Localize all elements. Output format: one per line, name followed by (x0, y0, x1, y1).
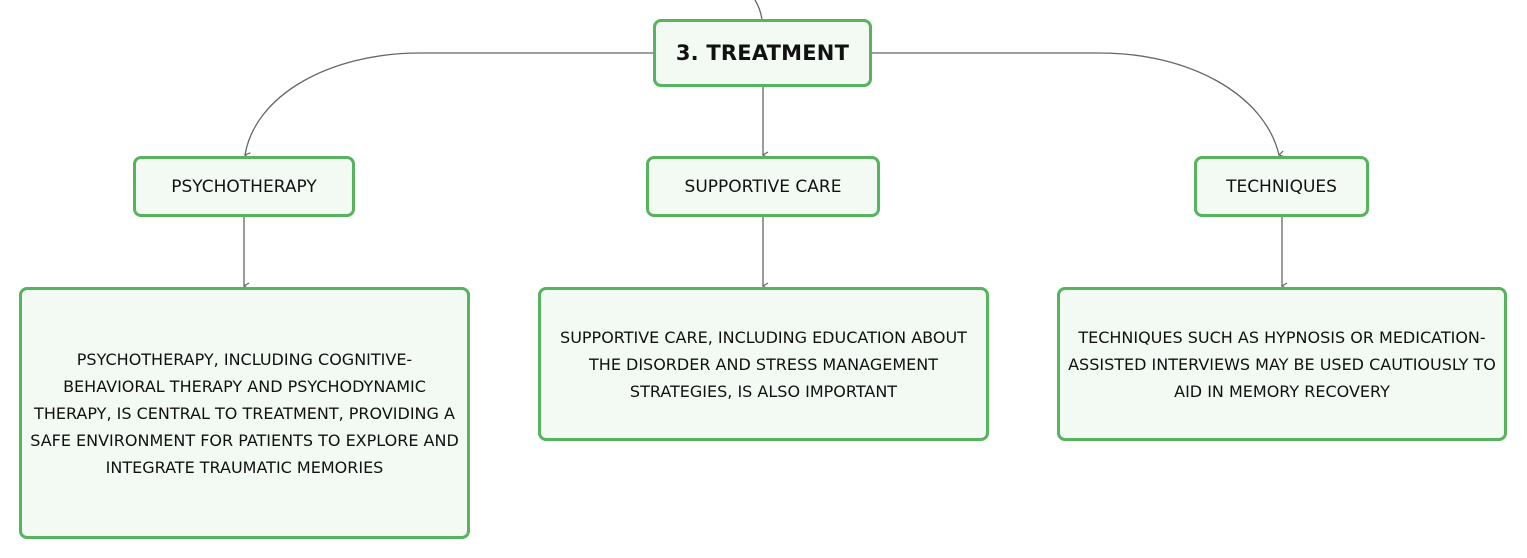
detail-node-supportive-care[interactable]: SUPPORTIVE CARE, INCLUDING EDUCATION ABO… (538, 287, 989, 441)
branch-node-label: SUPPORTIVE CARE (684, 176, 842, 197)
detail-node-techniques[interactable]: TECHNIQUES SUCH AS HYPNOSIS OR MEDICATIO… (1057, 287, 1507, 441)
root-node-label: 3. TREATMENT (675, 41, 850, 65)
connector-root-psychotherapy (243, 52, 653, 160)
branch-node-supportive-care[interactable]: SUPPORTIVE CARE (646, 156, 880, 217)
detail-node-psychotherapy[interactable]: PSYCHOTHERAPY, INCLUDING COGNITIVE-BEHAV… (19, 287, 470, 539)
detail-node-text: PSYCHOTHERAPY, INCLUDING COGNITIVE-BEHAV… (30, 349, 459, 477)
branch-node-label: TECHNIQUES (1226, 176, 1337, 197)
branch-node-techniques[interactable]: TECHNIQUES (1194, 156, 1369, 217)
root-node[interactable]: 3. TREATMENT (653, 19, 872, 87)
detail-node-text: SUPPORTIVE CARE, INCLUDING EDUCATION ABO… (560, 327, 967, 401)
connector-root-techniques (872, 52, 1285, 158)
branch-node-psychotherapy[interactable]: PSYCHOTHERAPY (133, 156, 355, 217)
detail-node-text: TECHNIQUES SUCH AS HYPNOSIS OR MEDICATIO… (1068, 327, 1496, 401)
connector-incoming-root (754, 0, 763, 20)
branch-node-label: PSYCHOTHERAPY (171, 176, 317, 197)
